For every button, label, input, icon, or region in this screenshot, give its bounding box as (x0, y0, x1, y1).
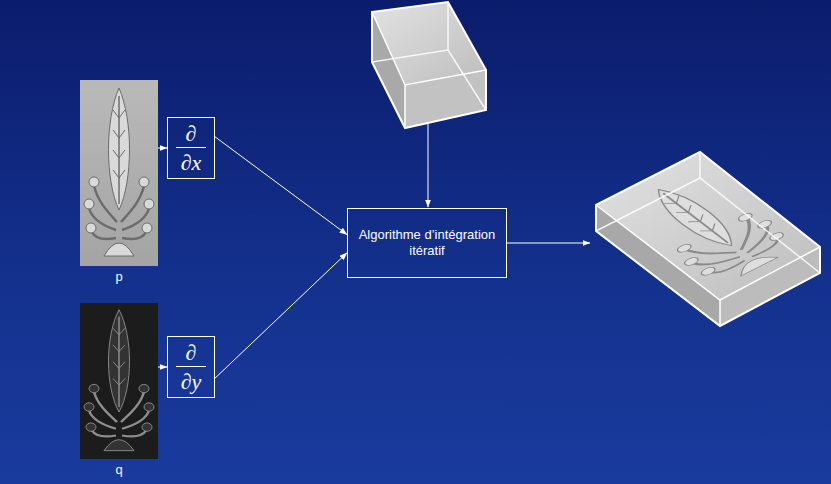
numerator: ∂ (176, 341, 206, 364)
fraction-bar (176, 366, 206, 367)
drawing-part (596, 152, 820, 300)
drawing-part (80, 303, 158, 459)
drawing-part (84, 88, 154, 256)
image-panel: q (80, 303, 158, 459)
drawing-part (404, 85, 406, 128)
connector (215, 137, 347, 235)
process-label: Algorithme d’intégration itératif (358, 227, 496, 260)
derivative-box: ∂ ∂y (167, 336, 215, 398)
denominator: ∂x (176, 151, 206, 174)
process-box: Algorithme d’intégration itératif (347, 208, 507, 278)
drawing-part (84, 310, 154, 451)
fraction-bar (176, 147, 206, 148)
arrow-line (428, 124, 429, 207)
drawing-part (447, 2, 449, 50)
image-label: q (80, 462, 158, 478)
drawing-part (372, 2, 486, 85)
relief-photo (80, 80, 158, 266)
initial-surface (372, 2, 486, 128)
box-text: Algorithme d’intégration itératif (358, 227, 496, 260)
drawing-part (596, 152, 820, 326)
connector (215, 253, 347, 378)
drawing-part (699, 152, 701, 178)
denominator: ∂y (176, 370, 206, 393)
derivative-box: ∂ ∂x (167, 117, 215, 179)
drawing-part (596, 178, 820, 273)
drawing-part (596, 205, 820, 300)
image-panel: p (80, 80, 158, 266)
numerator: ∂ (176, 122, 206, 145)
connector (158, 148, 167, 149)
arrow-line (507, 243, 590, 244)
drawing-part (80, 80, 158, 266)
drawing-part (372, 2, 486, 128)
image-label: p (80, 269, 158, 285)
drawing-part (719, 300, 721, 326)
reconstructed-surface (596, 152, 820, 326)
drawing-part (372, 12, 486, 85)
connector (158, 367, 167, 368)
relief-photo (80, 303, 158, 459)
